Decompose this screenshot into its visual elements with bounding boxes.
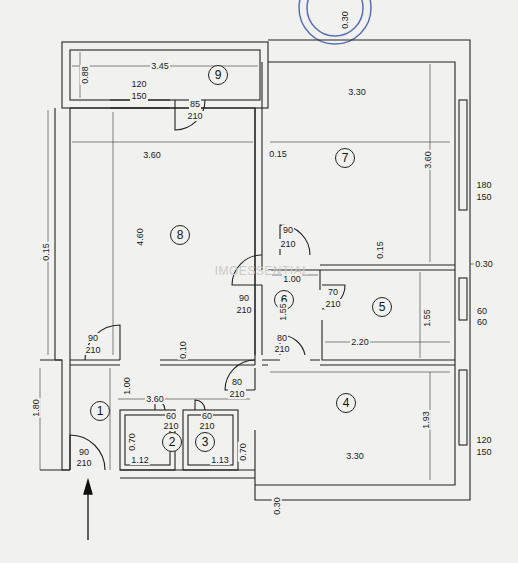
room-number-circle: 5: [372, 297, 392, 317]
dimension-label: 90: [78, 447, 90, 457]
dimension-label: 120: [130, 79, 147, 89]
room-number-circle: 9: [208, 65, 228, 85]
dimension-label: 80: [276, 333, 288, 343]
dimension-label: 3.60: [423, 150, 433, 170]
dimension-label: 80: [231, 377, 243, 387]
dimension-label: 3.60: [145, 394, 165, 404]
dimension-label: 0.88: [80, 65, 90, 85]
dimension-label: 90: [238, 293, 250, 303]
dimension-label: 90: [282, 225, 294, 235]
dimension-label: 0.70: [127, 432, 137, 452]
room-number-circle: 1: [90, 401, 110, 421]
dimension-label: 60: [476, 317, 488, 327]
stamp: [299, 0, 371, 44]
dimension-label: 150: [475, 192, 492, 202]
dimension-label: 1.93: [421, 410, 431, 430]
dimension-label: 70: [327, 287, 339, 297]
dimension-label: 1.13: [210, 455, 230, 465]
dimension-label: 210: [324, 299, 341, 309]
dimension-label: 3.30: [345, 451, 365, 461]
dimension-label: 150: [130, 91, 147, 101]
dimension-label: 60: [165, 411, 177, 421]
dimension-label: 210: [198, 421, 215, 431]
room-number: 8: [177, 228, 184, 242]
dimension-label: 3.45: [150, 61, 170, 71]
room-number: 4: [343, 396, 350, 410]
dimension-label: 0.70: [238, 442, 248, 462]
dimension-label: 0.30: [474, 259, 494, 269]
room-number: 9: [215, 68, 222, 82]
dimension-label: 60: [201, 411, 213, 421]
room-number-circle: 4: [336, 393, 356, 413]
dimension-label: 85: [189, 99, 201, 109]
dimension-label: 0.15: [375, 240, 385, 260]
dimension-label: 0.30: [272, 496, 282, 516]
room-number: 1: [97, 404, 104, 418]
dimension-label: 90: [87, 333, 99, 343]
dimension-label: 1.55: [278, 302, 288, 322]
room-number: 7: [342, 151, 349, 165]
room-number-circle: 8: [170, 225, 190, 245]
room-number: 3: [202, 435, 209, 449]
dimension-label: 2.20: [350, 337, 370, 347]
dimension-label: 210: [279, 239, 296, 249]
dimension-label: 0.10: [178, 340, 188, 360]
dimension-label: 120: [475, 435, 492, 445]
dimension-label: 3.60: [142, 150, 162, 160]
dimension-label: 1.80: [31, 398, 41, 418]
dimension-label: 60: [476, 306, 488, 316]
dimension-label: 0.15: [41, 242, 51, 262]
dimension-label: 1.00: [122, 376, 132, 396]
dimension-lines: [40, 52, 490, 480]
room-number-circle: 7: [335, 148, 355, 168]
dimension-label: 210: [75, 458, 92, 468]
walls: [40, 40, 470, 500]
dimension-label: 210: [186, 111, 203, 121]
dimension-label: 210: [84, 345, 101, 355]
dimension-label: 4.60: [135, 227, 145, 247]
dimension-label: 210: [162, 421, 179, 431]
dimension-label: 1.55: [422, 308, 432, 328]
room-number: 2: [169, 435, 176, 449]
dimension-label: 3.30: [347, 87, 367, 97]
room-number: 5: [379, 300, 386, 314]
dimension-label: 210: [273, 344, 290, 354]
dimension-label: 150: [475, 447, 492, 457]
dimension-label: 1.12: [130, 455, 150, 465]
dimension-label: 1.00: [282, 274, 302, 284]
dimension-label: 210: [235, 305, 252, 315]
entry-arrow: [84, 480, 92, 540]
dimension-label: 0.15: [268, 149, 288, 159]
dimension-label: 180: [475, 180, 492, 190]
dimension-label: 210: [228, 389, 245, 399]
room-number-circle: 2: [162, 432, 182, 452]
dimension-label: 0.30: [340, 10, 350, 30]
room-number-circle: 3: [195, 432, 215, 452]
